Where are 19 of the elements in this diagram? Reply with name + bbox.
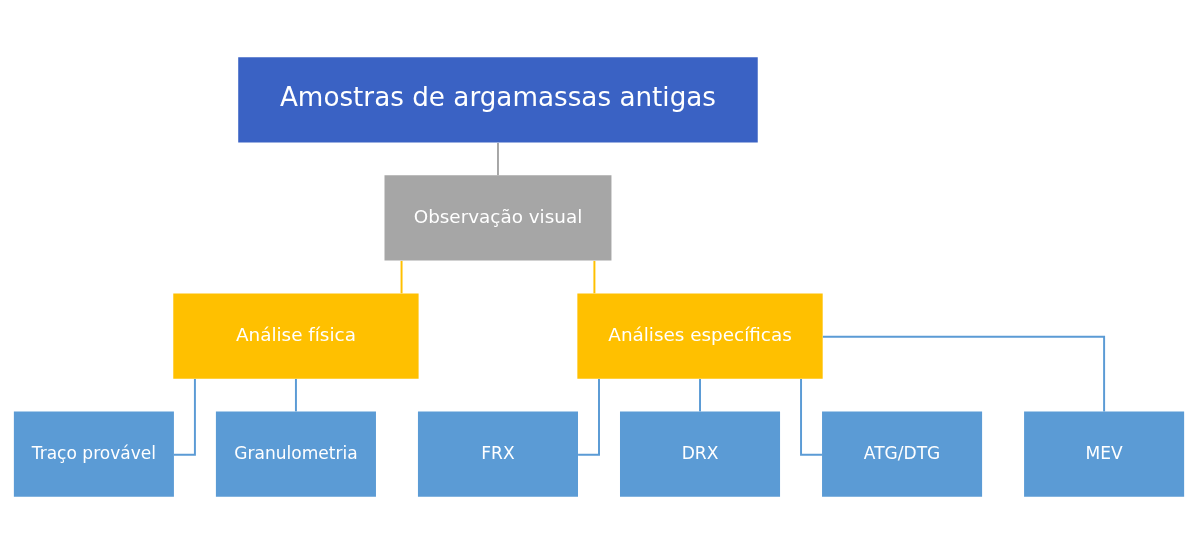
connector [699, 377, 701, 412]
connector [821, 335, 1106, 412]
node-box: Traço provável [13, 411, 174, 497]
connector [497, 141, 499, 176]
node-box: MEV [1024, 411, 1185, 497]
node-box: FRX [417, 411, 578, 497]
connector [173, 377, 196, 456]
node-box: Observação visual [384, 174, 612, 261]
node-box: Granulometria [215, 411, 376, 497]
node-box: Amostras de argamassas antigas [238, 56, 758, 142]
connector [294, 377, 297, 412]
node-box: Análise física [173, 292, 419, 379]
node-box: Análises específicas [577, 292, 823, 379]
connector [800, 377, 823, 456]
connector [400, 259, 403, 294]
node-box: DRX [620, 411, 781, 497]
connector [593, 259, 596, 294]
node-box: ATG/DTG [822, 411, 983, 497]
connector [577, 377, 600, 456]
